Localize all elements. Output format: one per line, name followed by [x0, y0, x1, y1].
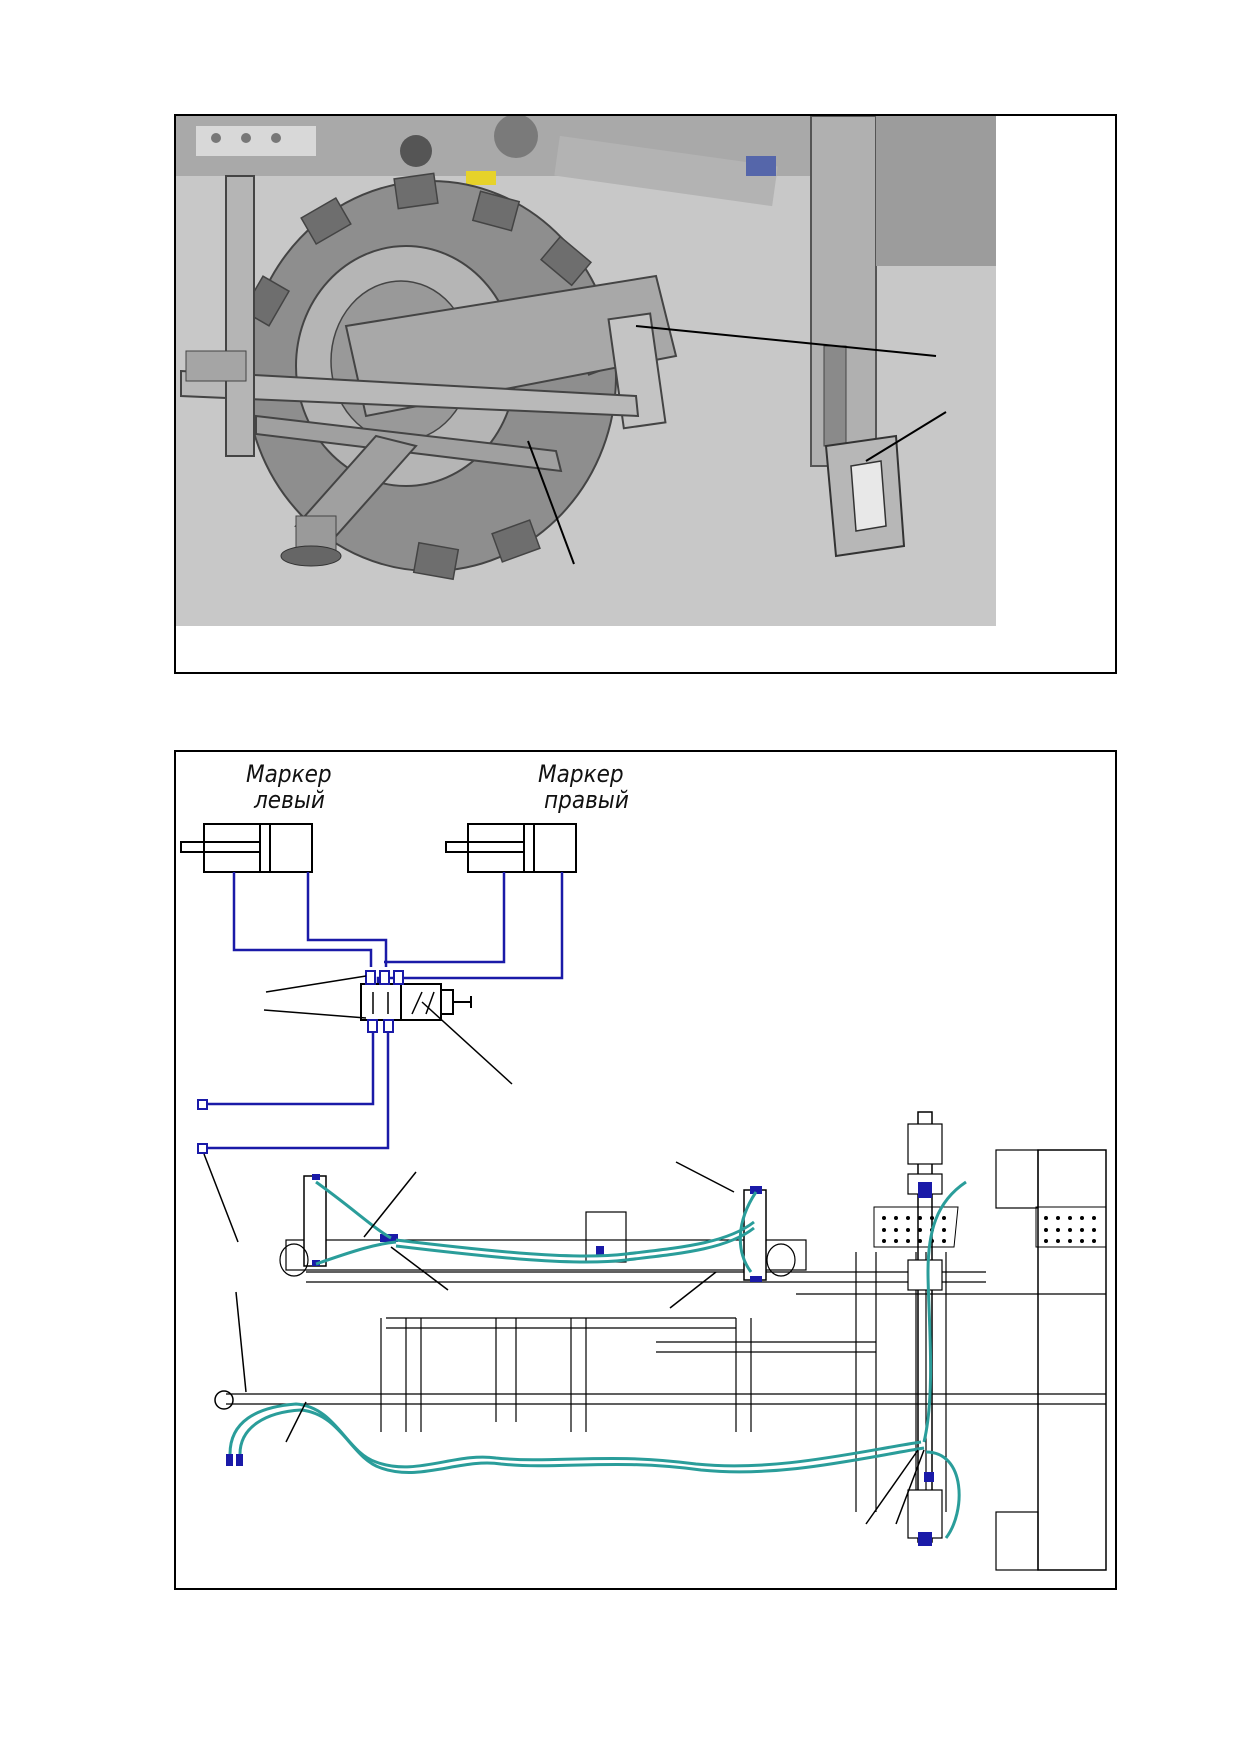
right-marker-title-line2: правый	[544, 786, 629, 814]
wheel-assembly-render	[176, 116, 996, 626]
flange-plate	[824, 434, 906, 558]
hose-routing-drawing	[214, 1111, 1107, 1571]
hoses	[228, 1180, 967, 1539]
port-1	[197, 1099, 208, 1110]
right-marker-title-line1: Маркер	[538, 760, 624, 788]
leader-line-3	[527, 440, 575, 565]
valve-leader-lines	[203, 975, 513, 1243]
schematic-frame: Маркер левый Маркер правый	[174, 750, 1117, 1590]
distributor-valve	[360, 970, 472, 1033]
leader-line-2	[865, 411, 947, 462]
hydraulic-lines	[204, 872, 564, 1150]
right-marker-cylinder	[445, 823, 577, 873]
hydraulic-schematic: Маркер левый Маркер правый	[180, 760, 1107, 1571]
left-cylinder-drawing	[303, 1175, 327, 1267]
perforated-plate-right	[1035, 1206, 1107, 1248]
hose-leader-lines	[235, 1161, 925, 1525]
port-2	[197, 1143, 208, 1154]
yellow-tag	[466, 171, 496, 185]
left-marker-title-line1: Маркер	[246, 760, 332, 788]
left-marker-title-line2: левый	[253, 786, 325, 814]
left-marker-cylinder	[180, 823, 313, 873]
render-frame	[174, 114, 1117, 674]
leader-line-1	[635, 325, 937, 357]
perforated-plate-left	[873, 1206, 959, 1248]
